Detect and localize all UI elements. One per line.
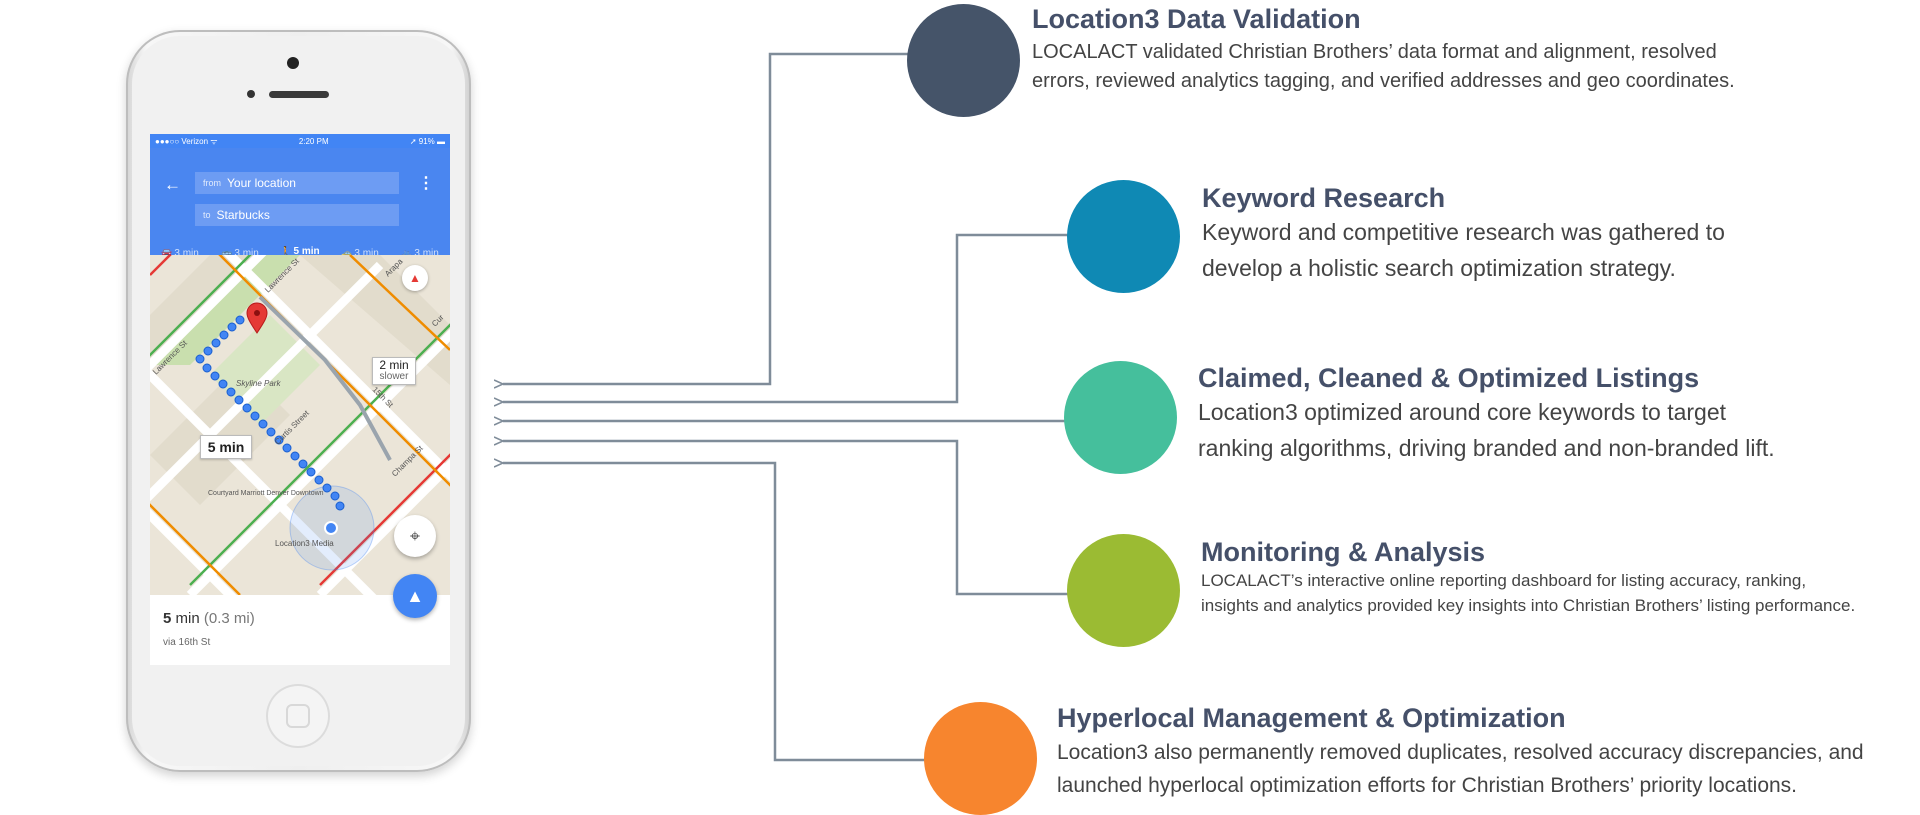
tab-transit[interactable]: 🚌3 min [210, 240, 270, 266]
place-label-skyline-park: Skyline Park [236, 379, 281, 388]
step-4-title: Monitoring & Analysis [1201, 537, 1486, 567]
destination-value: Starbucks [216, 208, 270, 222]
tab-drive-label: 3 min [174, 247, 199, 259]
route-via: via 16th St [163, 637, 211, 648]
status-time: 2:20 PM [298, 136, 329, 146]
earpiece-speaker [269, 91, 329, 98]
tab-walk-label: 5 min [293, 246, 320, 257]
ride-icon: 🚕 [341, 247, 353, 258]
connector-step-5 [503, 463, 927, 762]
step-5-line-1: Location3 also permanently removed dupli… [1057, 741, 1864, 764]
directions-header: ← ⋮ from Your location to Starbucks 🚘3 m… [150, 148, 450, 266]
walk-icon: 🚶 [280, 246, 292, 256]
navigate-button[interactable]: ▲ [393, 574, 437, 618]
connector-step-1 [503, 52, 910, 384]
tab-transit-label: 3 min [234, 247, 259, 259]
alt-route-note: slower [379, 371, 409, 382]
step-3-body: Location3 optimized around core keywords… [1198, 395, 1775, 466]
step-1-line-1: LOCALACT validated Christian Brothers’ d… [1032, 41, 1717, 63]
origin-field[interactable]: from Your location [195, 172, 399, 194]
tab-bike-label: 3 min [414, 247, 439, 259]
back-arrow-icon[interactable]: ← [164, 175, 181, 194]
compass-icon[interactable]: ▲ [402, 265, 428, 291]
street-label-champa: Champa St [390, 443, 425, 478]
alt-route-time: 2 min [379, 358, 409, 372]
step-2-circle [1067, 180, 1180, 293]
status-bar: ●●●○○ Verizon ᯤ 2:20 PM ➚ 91% ▬ [150, 134, 450, 148]
maps-screen: ●●●○○ Verizon ᯤ 2:20 PM ➚ 91% ▬ ← ⋮ from… [150, 134, 450, 665]
destination-label: to [203, 210, 211, 220]
origin-label: from [203, 178, 221, 188]
eta-unit: min [171, 610, 200, 627]
step-4-line-1: LOCALACT’s interactive online reporting … [1201, 571, 1807, 590]
step-2-line-1: Keyword and competitive research was gat… [1202, 219, 1725, 245]
alt-route-callout[interactable]: 2 min slower [372, 357, 416, 385]
connector-step-4 [503, 441, 1070, 596]
route-eta: 5 min (0.3 mi) [163, 610, 255, 627]
navigation-arrow-icon: ▲ [406, 585, 424, 606]
place-label-location3-media: Location3 Media [275, 539, 334, 548]
step-3-line-1: Location3 optimized around core keywords… [1198, 399, 1727, 425]
route-time-callout[interactable]: 5 min [200, 435, 252, 459]
place-label-courtyard-marriott: Courtyard Marriott Denver Downtown [208, 490, 324, 497]
route-time-label: 5 min [207, 439, 245, 455]
step-4-body: LOCALACT’s interactive online reporting … [1201, 569, 1855, 618]
battery-indicator: ➚ 91% ▬ [409, 136, 445, 146]
step-5-body: Location3 also permanently removed dupli… [1057, 737, 1864, 802]
car-icon: 🚘 [161, 247, 173, 258]
eta-value: 5 [163, 610, 172, 627]
my-location-icon[interactable]: ⌖ [394, 515, 436, 557]
more-menu-icon[interactable]: ⋮ [418, 175, 434, 192]
step-5-line-2: launched hyperlocal optimization efforts… [1057, 773, 1798, 797]
tab-ride-label: 3 min [354, 247, 379, 259]
step-2-title: Keyword Research [1202, 183, 1446, 213]
step-1-line-2: errors, reviewed analytics tagging, and … [1032, 70, 1735, 92]
step-2-line-2: develop a holistic search optimization s… [1202, 254, 1676, 281]
destination-field[interactable]: to Starbucks [195, 204, 399, 226]
carrier-signal: ●●●○○ Verizon ᯤ [155, 136, 218, 146]
front-camera [287, 57, 299, 69]
origin-value: Your location [227, 176, 296, 190]
step-4-line-2: insights and analytics provided key insi… [1201, 595, 1856, 615]
step-1-title: Location3 Data Validation [1032, 4, 1361, 34]
tab-drive[interactable]: 🚘3 min [150, 240, 210, 266]
step-1-body: LOCALACT validated Christian Brothers’ d… [1032, 38, 1735, 96]
proximity-sensor [247, 90, 255, 98]
step-2-body: Keyword and competitive research was gat… [1202, 215, 1725, 286]
step-4-circle [1067, 534, 1180, 647]
step-3-circle [1064, 361, 1177, 474]
step-1-circle [907, 4, 1020, 117]
home-button[interactable] [266, 684, 330, 748]
step-3-title: Claimed, Cleaned & Optimized Listings [1198, 363, 1700, 393]
route-distance: (0.3 mi) [199, 610, 255, 627]
transit-icon: 🚌 [221, 247, 233, 258]
step-5-title: Hyperlocal Management & Optimization [1057, 703, 1566, 733]
step-5-circle [924, 702, 1037, 815]
connector-step-2 [503, 233, 1070, 402]
step-3-line-2: ranking algorithms, driving branded and … [1198, 434, 1775, 461]
tab-bike[interactable]: 🚲3 min [390, 240, 450, 266]
tab-ride[interactable]: 🚕3 min [330, 240, 390, 266]
bike-icon: 🚲 [401, 247, 413, 258]
